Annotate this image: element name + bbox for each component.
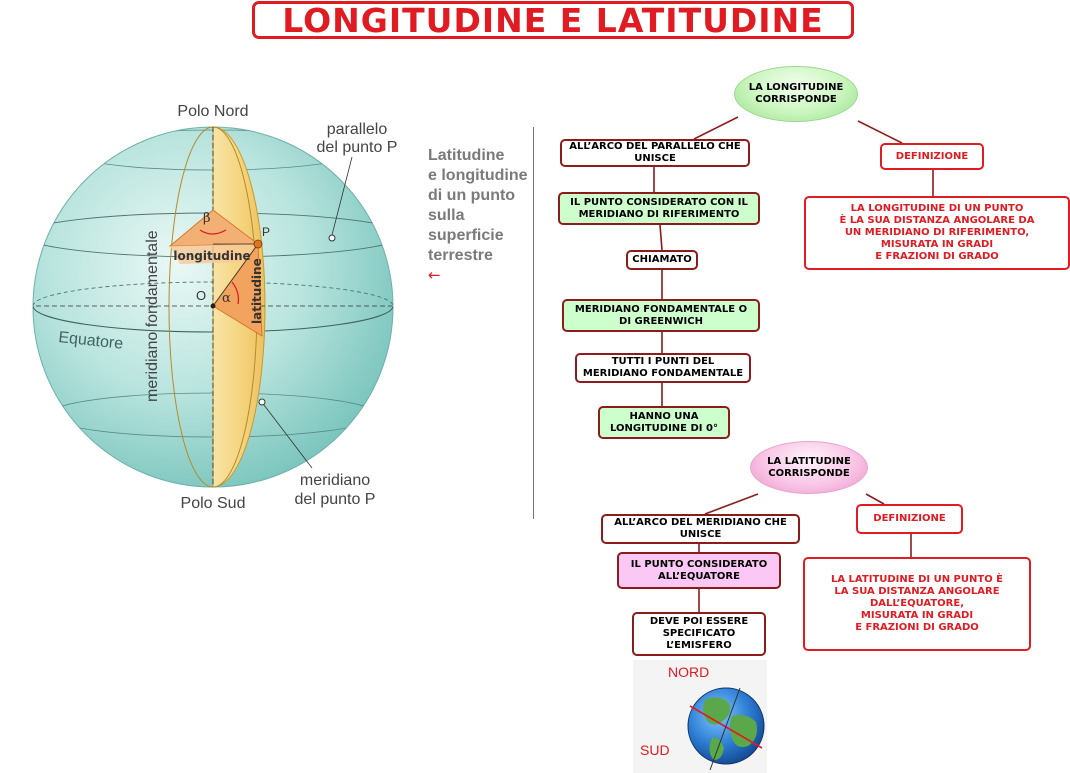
meridian-leader xyxy=(263,404,313,469)
radius-to-p xyxy=(212,243,259,307)
beta-label: β xyxy=(203,211,211,226)
axis-line xyxy=(709,687,741,771)
caption-line: superficie xyxy=(428,227,504,244)
point-o xyxy=(210,303,216,309)
connector xyxy=(857,120,903,144)
meridiano-label-2: del punto P xyxy=(295,491,376,508)
deve-box: DEVE POI ESSERE SPECIFICATO L’EMISFERO xyxy=(632,612,766,656)
parallel-leader xyxy=(331,156,353,236)
def-line: LA LATITUDINE DI UN PUNTO È xyxy=(830,574,1004,585)
connector xyxy=(659,224,663,251)
equatore-label: Equatore xyxy=(58,329,124,353)
meridiano-label-1: meridiano xyxy=(300,472,370,489)
globe-diagram: Polo Nord Polo Sud parallelo del punto P… xyxy=(32,103,398,512)
connector xyxy=(693,116,739,140)
longitudine-oval: LA LONGITUDINE CORRISPONDE xyxy=(734,66,858,122)
longitudine-def-text-box: LA LONGITUDINE DI UN PUNTO È LA SUA DIST… xyxy=(804,196,1070,270)
vertical-divider xyxy=(533,127,534,519)
alpha-label: α xyxy=(222,291,231,306)
point-p xyxy=(253,239,263,249)
page-title: LONGITUDINE E LATITUDINE xyxy=(252,1,854,40)
longitudine-punto-box: IL PUNTO CONSIDERATO CON IL MERIDIANO DI… xyxy=(558,192,760,225)
beta-arc xyxy=(199,229,227,235)
chiamato-box: CHIAMATO xyxy=(626,250,698,270)
def-line: MISURATA IN GRADI xyxy=(860,610,974,621)
continent-shape xyxy=(730,714,757,747)
hemisphere-illustration: NORD SUD xyxy=(633,660,767,773)
longitudine-definizione-box: DEFINIZIONE xyxy=(880,143,984,170)
nord-label: NORD xyxy=(668,664,709,680)
tutti-box: TUTTI I PUNTI DEL MERIDIANO FONDAMENTALE xyxy=(575,353,751,383)
parallelo-label-2: del punto P xyxy=(317,139,398,156)
meridian-marker xyxy=(258,398,266,406)
def-line: MISURATA IN GRADI xyxy=(880,239,994,250)
hanno-box: HANNO UNA LONGITUDINE DI 0° xyxy=(598,406,730,439)
def-line: E FRAZIONI DI GRADO xyxy=(875,251,999,262)
latitudine-def-text-box: LA LATITUDINE DI UN PUNTO È LA SUA DISTA… xyxy=(803,557,1031,651)
latitudine-oval: LA LATITUDINE CORRISPONDE xyxy=(750,441,868,494)
longitude-band xyxy=(170,244,258,264)
connector xyxy=(865,493,885,505)
alpha-arc xyxy=(231,281,239,305)
sud-label: SUD xyxy=(640,742,670,758)
connector xyxy=(704,493,759,515)
longitudine-label: longitudine xyxy=(173,249,250,263)
def-line: DALL’EQUATORE, xyxy=(869,598,965,609)
caption-arrow-icon: ← xyxy=(428,266,441,284)
def-line: LA LONGITUDINE DI UN PUNTO xyxy=(850,203,1024,214)
caption-line: terrestre xyxy=(428,247,493,264)
parallelo-label-1: parallelo xyxy=(327,121,388,138)
caption-line: Latitudine xyxy=(428,147,505,164)
latitudine-arco-box: ALL’ARCO DEL MERIDIANO CHE UNISCE xyxy=(601,514,800,544)
latitudine-punto-box: IL PUNTO CONSIDERATO ALL’EQUATORE xyxy=(617,552,781,589)
def-line: È LA SUA DISTANZA ANGOLARE DA xyxy=(839,215,1035,226)
origin-label: O xyxy=(196,288,206,303)
longitudine-arco-box: ALL’ARCO DEL PARALLELO CHE UNISCE xyxy=(560,139,750,167)
def-line: E FRAZIONI DI GRADO xyxy=(855,622,979,633)
continent-shape xyxy=(709,737,724,760)
caption-line: sulla xyxy=(428,207,465,224)
polo-nord-label: Polo Nord xyxy=(177,103,248,120)
latitudine-definizione-box: DEFINIZIONE xyxy=(856,504,963,534)
point-p-label: P xyxy=(262,225,270,239)
caption-line: di un punto xyxy=(428,187,516,204)
polo-sud-label: Polo Sud xyxy=(181,495,246,512)
meridiano-fondamentale-label: meridiano fondamentale xyxy=(144,230,161,402)
greenwich-box: MERIDIANO FONDAMENTALE O DI GREENWICH xyxy=(562,299,760,332)
latitudine-label: latitudine xyxy=(250,258,264,324)
def-line: LA SUA DISTANZA ANGOLARE xyxy=(834,586,1000,597)
caption-line: e longitudine xyxy=(428,167,528,184)
figure-caption: Latitudine e longitudine di un punto sul… xyxy=(428,146,536,266)
def-line: UN MERIDIANO DI RIFERIMENTO, xyxy=(844,227,1030,238)
